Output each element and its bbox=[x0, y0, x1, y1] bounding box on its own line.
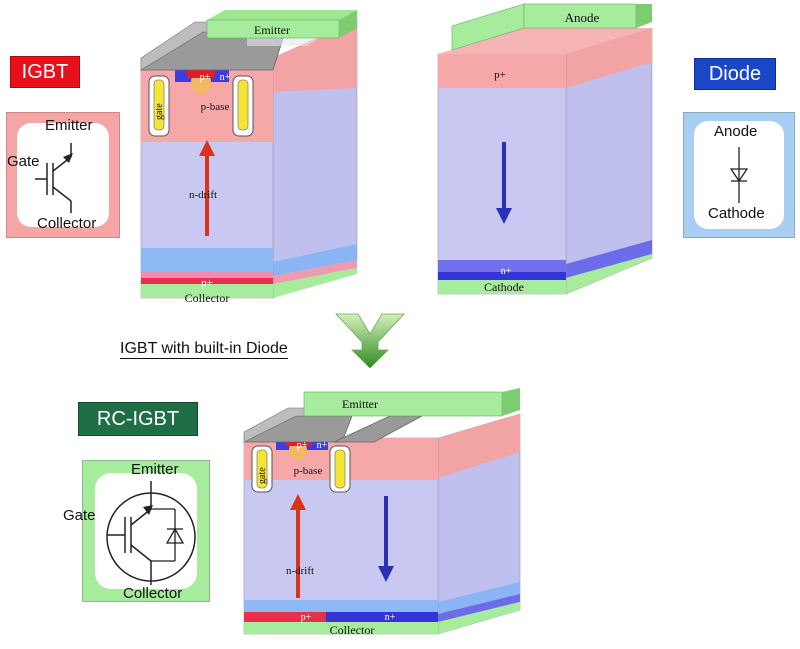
igbt-emitter-label: Emitter bbox=[254, 23, 290, 37]
rc-emitter-metal bbox=[303, 391, 503, 417]
igbt-symbol-collector-label: Collector bbox=[37, 215, 97, 232]
igbt-transistor-icon bbox=[35, 143, 73, 213]
rc-symbol-gate-label: Gate bbox=[63, 507, 96, 524]
igbt-gate-trench-right bbox=[237, 79, 249, 131]
diode-symbol-cathode-label: Cathode bbox=[708, 205, 765, 222]
rc-gate-trench-right bbox=[334, 449, 346, 489]
igbt-p-base-label: p-base bbox=[201, 101, 230, 113]
diode-icon bbox=[729, 147, 749, 203]
diode-device: Anode Cathode p+ n+ bbox=[437, 3, 653, 295]
igbt-gate-label: gate bbox=[154, 103, 165, 120]
igbt-n-drift-label: n-drift bbox=[189, 189, 217, 201]
igbt-device: Emitter Collector p-base p+ n+ n-drift p… bbox=[139, 10, 358, 305]
diode-badge: Diode bbox=[694, 58, 776, 90]
diode-symbol-anode-label: Anode bbox=[714, 123, 758, 140]
diode-current-arrow bbox=[496, 208, 512, 224]
rc-p-base-label: p-base bbox=[294, 465, 323, 477]
igbt-current-arrow bbox=[199, 140, 215, 156]
diode-symbol-box: Anode Cathode bbox=[683, 112, 795, 238]
rc-collector-label: Collector bbox=[330, 623, 375, 637]
igbt-collector-label: Collector bbox=[185, 291, 230, 305]
diode-p-plus-region bbox=[438, 54, 566, 88]
rc-n-plus-layer bbox=[326, 612, 438, 622]
rc-gate-trench-left bbox=[256, 449, 268, 489]
diode-anode-label: Anode bbox=[565, 10, 600, 25]
rc-n-drift-label: n-drift bbox=[286, 565, 314, 577]
igbt-p-plus-top-label: p+ bbox=[200, 72, 211, 83]
rc-gate-label: gate bbox=[257, 467, 268, 484]
diode-cathode-label: Cathode bbox=[484, 280, 524, 294]
igbt-symbol-box: Emitter Gate Collector bbox=[6, 112, 120, 238]
diode-p-plus-label: p+ bbox=[494, 69, 506, 81]
rc-p-plus-bottom-label: p+ bbox=[301, 612, 312, 623]
igbt-gate-trench-left bbox=[153, 79, 165, 131]
rc-n-plus-top-label: n+ bbox=[317, 440, 328, 451]
rc-p-plus-layer bbox=[244, 612, 326, 622]
diode-anode-metal bbox=[523, 3, 637, 29]
rc-collector-metal bbox=[244, 622, 438, 634]
igbt-n-plus-top-label: n+ bbox=[220, 72, 231, 83]
rc-p-plus-top-label: p+ bbox=[297, 440, 308, 451]
rc-symbol-collector-label: Collector bbox=[123, 585, 183, 602]
rc-igbt-current-arrow bbox=[290, 494, 306, 510]
rc-igbt-badge: RC-IGBT bbox=[78, 402, 198, 436]
igbt-collector-metal bbox=[141, 284, 273, 298]
rc-symbol-emitter-label: Emitter bbox=[131, 461, 179, 478]
rc-igbt-caption: IGBT with built-in Diode bbox=[120, 340, 288, 359]
diode-n-plus-layer bbox=[438, 272, 566, 280]
rc-igbt-symbol-box: Emitter Gate Collector bbox=[63, 460, 210, 602]
rc-igbt-device: Emitter Collector p-base p+ n+ n-drift p… bbox=[243, 388, 521, 637]
igbt-p-plus-layer bbox=[141, 278, 273, 284]
igbt-badge: IGBT bbox=[10, 56, 80, 88]
rc-igbt-symbol-icon bbox=[106, 481, 196, 585]
igbt-symbol-gate-label: Gate bbox=[7, 153, 40, 170]
rc-n-plus-bottom-label: n+ bbox=[385, 612, 396, 623]
igbt-p-plus-bottom-label: p+ bbox=[201, 277, 213, 289]
diode-cathode-metal bbox=[438, 280, 566, 294]
igbt-symbol-emitter-label: Emitter bbox=[45, 117, 93, 134]
diode-n-plus-label: n+ bbox=[501, 266, 512, 277]
rc-emitter-label: Emitter bbox=[342, 397, 378, 411]
merge-arrow-icon bbox=[335, 313, 405, 368]
rc-diode-current-arrow bbox=[378, 566, 394, 582]
